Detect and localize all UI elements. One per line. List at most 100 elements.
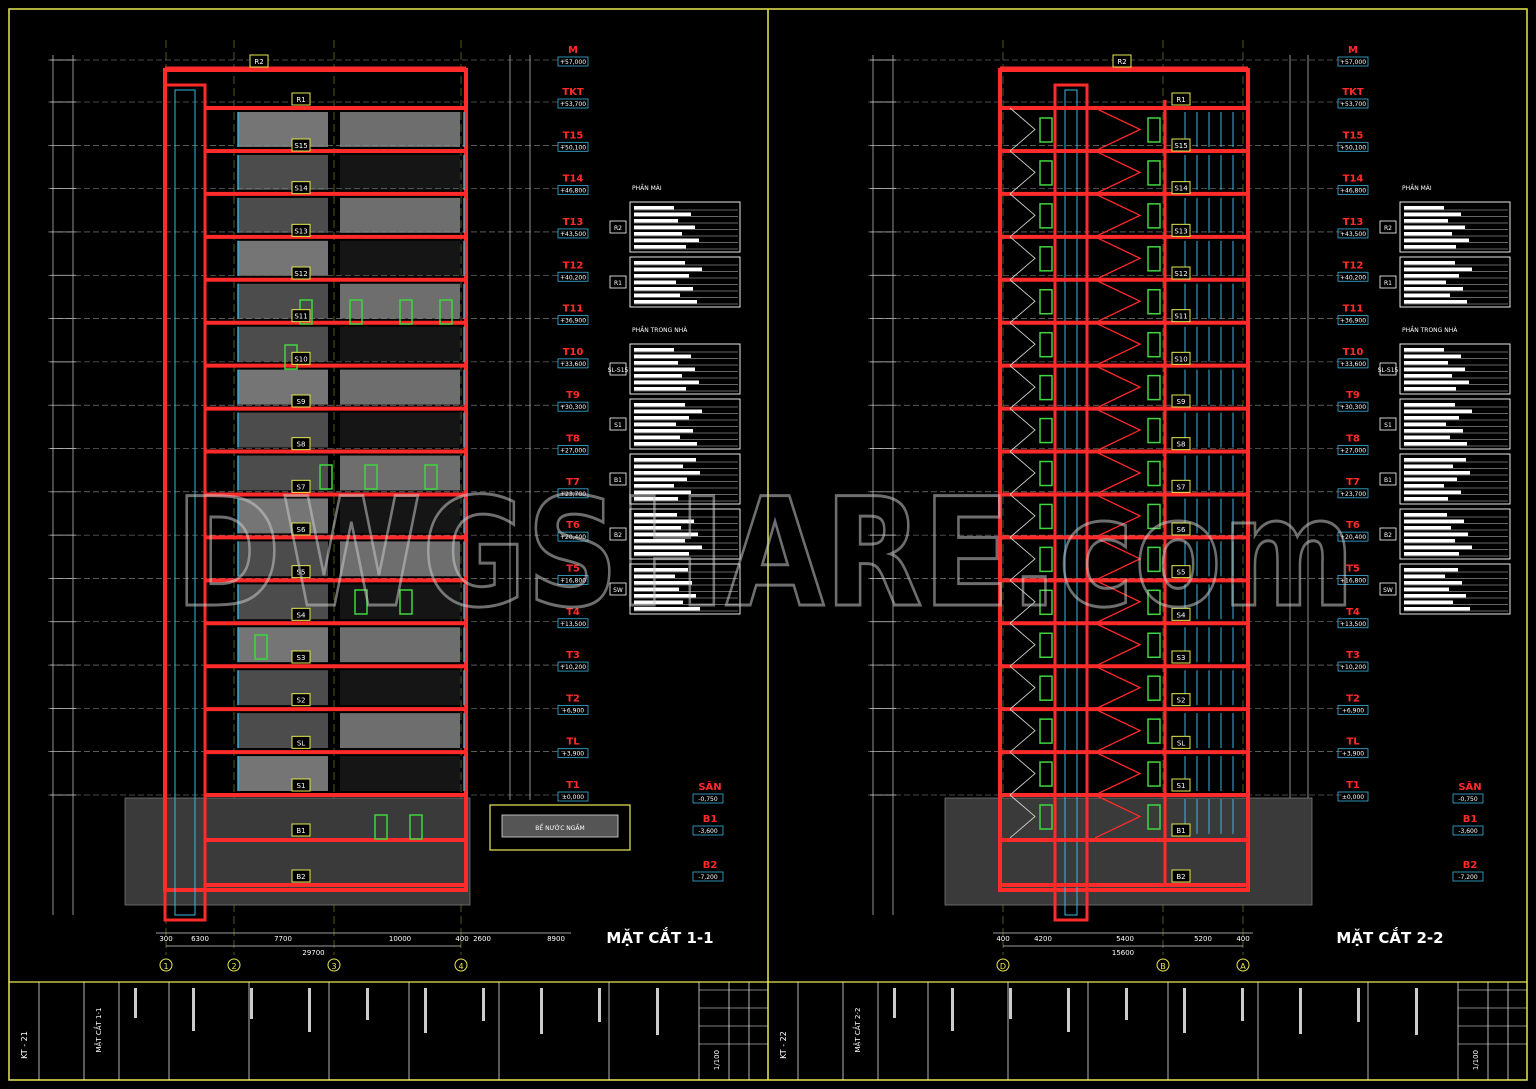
slab-tag-box: [1171, 735, 1191, 749]
level-name: T10: [1343, 347, 1364, 358]
legend-layer-bar: [1404, 403, 1455, 407]
stair-flight: [1009, 537, 1036, 581]
level-elevation: +3,900: [562, 751, 584, 758]
grid-label: 4: [458, 962, 463, 971]
legend-layer-bar: [634, 387, 686, 391]
stair-flight: [1094, 407, 1142, 453]
level-name: T13: [1343, 217, 1364, 228]
slab-tag-box: [291, 778, 311, 792]
legend-tag: B2: [1384, 532, 1392, 539]
slab-tag-box: [291, 823, 311, 837]
legend-layer-bar: [1404, 458, 1466, 462]
legend-box: [629, 563, 741, 615]
bottom-dim: 5200: [1194, 935, 1212, 943]
room-fill: [238, 713, 328, 749]
legend-layer-bar: [1404, 219, 1448, 223]
level-elev-box: [557, 228, 589, 239]
slab-tag: R1: [1176, 96, 1185, 104]
slab-tag: S14: [1174, 185, 1188, 193]
door-icon: [399, 589, 413, 615]
level-elev-box: [1337, 661, 1369, 672]
legend-layer-bar: [1404, 274, 1459, 278]
door-icon: [1147, 460, 1161, 487]
door-icon: [1147, 289, 1161, 315]
legend-tag-box: [1379, 582, 1397, 596]
level-elevation: +6,900: [562, 707, 584, 714]
legend-layer-bar: [1404, 435, 1450, 439]
slab-tag: B2: [1176, 873, 1185, 881]
legend-layer-bar: [1404, 293, 1450, 297]
title-block-text-line: [951, 988, 954, 1031]
door-icon: [439, 299, 453, 325]
legend-tag: SL-S15: [1378, 367, 1399, 374]
slab-tag: S6: [1177, 526, 1186, 534]
grid-bubble: [1156, 958, 1170, 972]
slab-tag-box: [291, 735, 311, 749]
level-elev-box: [557, 618, 589, 629]
level-elev-box: [557, 748, 589, 759]
legend-layer-bar: [1404, 594, 1466, 598]
slab-tag-box: [291, 522, 311, 536]
level-name: T2: [1346, 693, 1360, 704]
legend-layer-bar: [1404, 287, 1463, 291]
room-fill: [340, 756, 460, 791]
level-elev-box: [1337, 575, 1369, 585]
level-elev-box: [557, 531, 589, 542]
level-name: M: [568, 45, 578, 56]
level-name: T12: [563, 260, 584, 271]
stair-flight: [1094, 536, 1142, 581]
room-fill: [238, 240, 328, 276]
door-icon: [409, 814, 423, 840]
stair-flight: [1094, 450, 1142, 496]
legend-tag: SW: [1383, 587, 1393, 594]
slab-tag: S7: [1177, 483, 1186, 491]
legend-layer-bar: [1404, 380, 1469, 384]
slab-tag: R2: [1117, 58, 1126, 66]
level-elevation: +10,200: [560, 664, 586, 671]
level-elevation: +33,600: [1340, 361, 1366, 368]
legend-tag-box: [1379, 220, 1397, 234]
door-icon: [1147, 546, 1161, 573]
legend-box: [629, 256, 741, 308]
legend-tag: B2: [614, 532, 622, 539]
slab-tag: S2: [1177, 697, 1186, 705]
slab-tag-box: [1171, 565, 1191, 579]
level-name: T6: [1346, 520, 1360, 531]
legend-tag: S1: [1384, 422, 1392, 429]
stair-flight: [1094, 193, 1142, 238]
basement-elevation: -3,600: [1458, 828, 1478, 835]
level-name: T1: [1346, 780, 1360, 791]
room-fill: [238, 112, 328, 147]
room-fill: [340, 369, 460, 405]
legend-layer-bar: [634, 212, 691, 216]
legend-tag: R2: [1384, 225, 1392, 232]
bottom-dim: 5400: [1116, 935, 1134, 943]
door-icon: [1039, 546, 1053, 573]
level-elev-box: [557, 358, 589, 369]
legend-layer-bar: [634, 519, 694, 523]
level-elevation: +30,300: [560, 404, 586, 411]
legend-box: [1399, 201, 1511, 253]
legend-layer-bar: [634, 361, 678, 365]
slab-tag-box: [291, 138, 311, 152]
stair-flight: [1094, 493, 1142, 538]
slab-tag-box: [1171, 181, 1191, 195]
slab-tag: S10: [1174, 355, 1187, 363]
level-elevation: ±0,000: [562, 794, 584, 801]
legend-layer-bar: [634, 238, 699, 242]
title-block-text-line: [308, 988, 311, 1032]
level-elev-box: [1337, 358, 1369, 369]
level-name: TL: [1346, 737, 1360, 748]
slab-tag: S10: [294, 355, 307, 363]
legend-layer-bar: [634, 532, 698, 536]
room-fill: [340, 112, 460, 147]
door-icon: [374, 814, 388, 840]
legend-layer-bar: [1404, 422, 1446, 426]
basement-elevation: -3,600: [698, 828, 718, 835]
slab-tag-box: [1171, 823, 1191, 837]
slab-tag-box: [1171, 869, 1191, 883]
title-block-text-line: [893, 988, 896, 1018]
slab-tag-box: [1171, 223, 1191, 237]
legend-layer-bar: [634, 232, 682, 236]
